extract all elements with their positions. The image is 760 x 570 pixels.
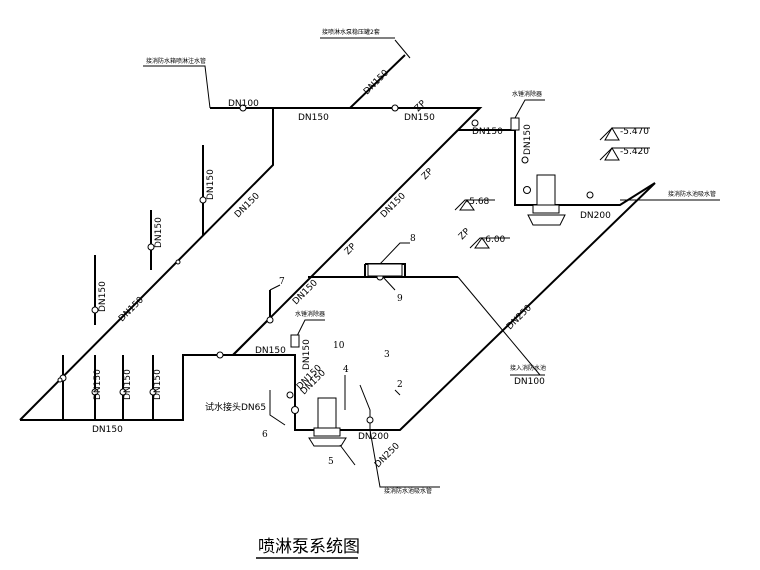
pump-icon: [536, 174, 556, 206]
diagram-title-group: 喷淋泵系统图: [256, 537, 360, 559]
callout-8: 8: [410, 234, 416, 244]
callout-9: 9: [397, 294, 403, 304]
level-568: -5.68: [466, 197, 490, 207]
valve-icon: [91, 388, 99, 396]
label-dn150-v1: DN150: [206, 169, 216, 200]
label-dn250-top: DN250: [505, 303, 534, 332]
label-dn150-v2: DN150: [154, 217, 164, 248]
valve-icon: [391, 104, 399, 112]
callout-numbers: 2 3 4 5 6 7 8 9 10: [262, 186, 531, 467]
label-dn250-bottom: DN250: [373, 441, 402, 470]
callout-2: 2: [397, 380, 403, 390]
label-dn100-top: DN100: [228, 99, 259, 109]
pump-icon: [317, 397, 337, 429]
callout-10: 10: [333, 341, 345, 351]
pump-base: [313, 427, 341, 437]
valve-icon: [471, 119, 479, 127]
callout-7: 7: [279, 277, 285, 287]
label-dn150-v3: DN150: [98, 281, 108, 312]
valve-icon: [199, 196, 207, 204]
pump-foundation: [527, 214, 566, 226]
leader-lines: [143, 37, 720, 488]
water-hammer-eliminator-icon: [290, 334, 300, 348]
note-to-alarm-valve: 接喷淋水泵稳压罐2套: [322, 28, 380, 36]
valve-icon: [147, 243, 155, 251]
callout-4: 4: [343, 365, 349, 375]
level-5470: -5.470: [620, 127, 649, 137]
valve-icon: [366, 416, 374, 424]
valve-icon: [57, 377, 63, 383]
valve-icon: [239, 104, 247, 112]
note-drain: 接入消防水池: [510, 364, 546, 372]
valve-icon: [586, 191, 594, 199]
note-test-outlet: 试水接头DN65: [205, 401, 266, 413]
label-dn150-b: DN150: [404, 113, 435, 123]
label-dn150-mid: DN150: [255, 346, 286, 356]
pressure-gauge-icon: [523, 186, 531, 194]
annotations: 接喷淋水泵稳压罐2套 接消防水箱喷淋注水管 水锤消除器 水锤消除器 接消防水池吸…: [146, 28, 716, 495]
label-dn150-riser2: DN150: [302, 339, 312, 370]
note-eliminator-top: 水锤消除器: [512, 90, 542, 98]
note-to-supply-pipe: 接消防水箱喷淋注水管: [146, 57, 206, 65]
label-dn150-d: DN150: [523, 124, 533, 155]
pump-base: [532, 204, 560, 214]
valve-icon: [216, 351, 224, 359]
callout-5: 5: [328, 457, 334, 467]
valve-icon: [175, 259, 181, 265]
label-zp-a: ZP: [413, 98, 429, 114]
label-zp-b: ZP: [420, 166, 436, 182]
pump-bottom: [308, 397, 347, 447]
label-dn150-diag3: DN150: [233, 191, 262, 220]
label-dn150-diag4: DN150: [117, 295, 146, 324]
valve-icon: [286, 391, 294, 399]
valve-icon: [91, 306, 99, 314]
label-dn150-a: DN150: [298, 113, 329, 123]
diagram-title: 喷淋泵系统图: [258, 537, 360, 557]
valve-icon: [266, 316, 274, 324]
level-5420: -5.420: [620, 147, 649, 157]
label-dn150-riser: DN150: [362, 68, 391, 97]
pipework: [19, 54, 656, 431]
note-suction-top: 接消防水池吸水管: [668, 190, 716, 198]
level-600: -6.00: [482, 235, 506, 245]
label-dn150-bottom: DN150: [92, 425, 123, 435]
label-dn150-v5: DN150: [123, 369, 133, 400]
valve-group-icon: [367, 263, 403, 277]
valve-icon: [149, 388, 157, 396]
pump-foundation: [308, 437, 347, 447]
note-drain-dn: DN100: [514, 377, 545, 387]
valve-icon: [521, 156, 529, 164]
label-zp-d: ZP: [457, 226, 473, 242]
callout-6: 6: [262, 430, 268, 440]
valve-icon: [119, 388, 127, 396]
note-suction-bottom: 接消防水池吸水管: [384, 487, 432, 495]
label-dn150-v4: DN150: [93, 369, 103, 400]
label-dn200-bottom: DN200: [358, 432, 389, 442]
label-dn150-v6: DN150: [153, 369, 163, 400]
pressure-gauge-icon: [291, 406, 299, 414]
water-hammer-eliminator-icon: [510, 117, 520, 131]
label-dn150-c: DN150: [472, 127, 503, 137]
label-dn200-top: DN200: [580, 211, 611, 221]
valve-symbols: [57, 104, 594, 424]
note-eliminator-bottom: 水锤消除器: [295, 310, 325, 318]
pump-top: [527, 174, 566, 226]
level-marks: -5.470 -5.420 -5.68 -6.00: [459, 127, 649, 249]
callout-3: 3: [384, 350, 390, 360]
